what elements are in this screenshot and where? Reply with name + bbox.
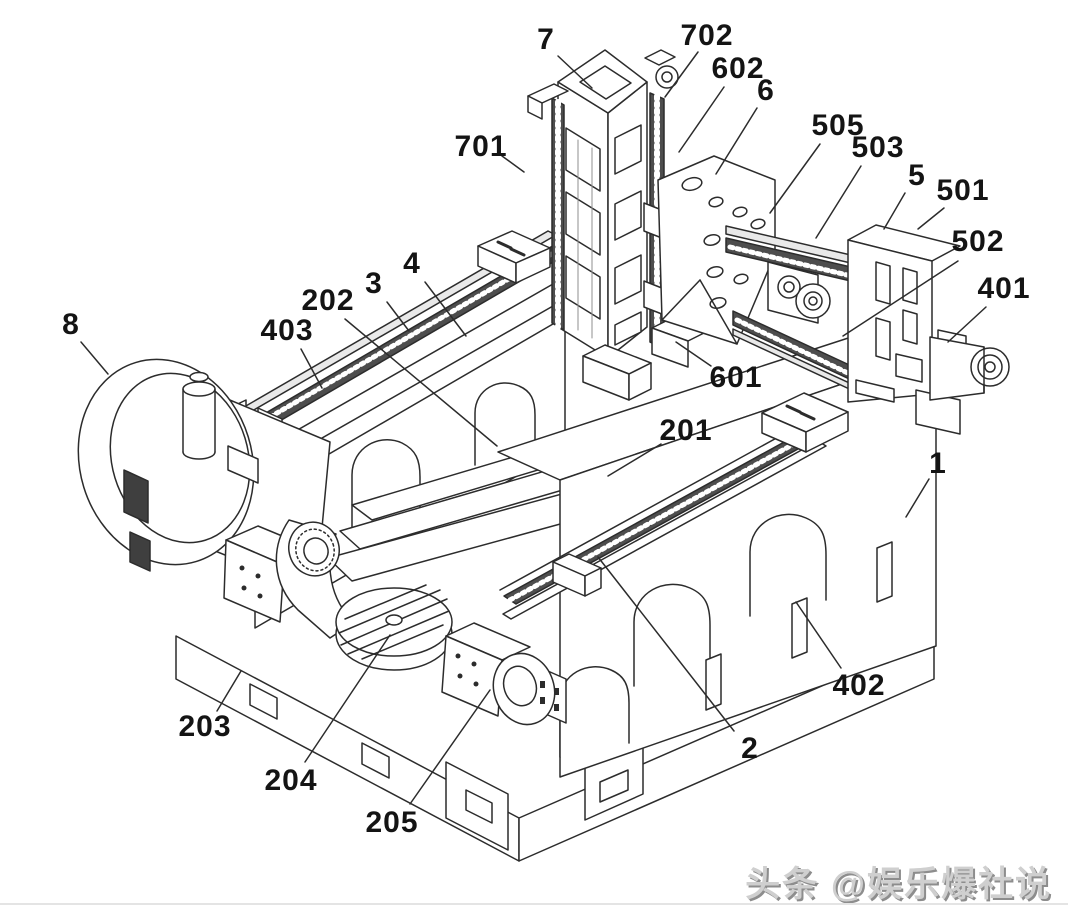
leader-line-701 [501, 155, 525, 173]
part-label-7: 7 [537, 23, 555, 56]
part-label-205: 205 [365, 806, 419, 839]
leader-line-202 [344, 318, 498, 447]
part-label-401: 401 [977, 272, 1031, 305]
leader-line-6 [715, 107, 758, 175]
part-label-403: 403 [260, 314, 314, 347]
part-label-1: 1 [929, 447, 947, 480]
leader-line-2 [597, 556, 735, 732]
part-label-501: 501 [936, 174, 990, 207]
part-label-204: 204 [264, 764, 318, 797]
part-label-203: 203 [178, 710, 232, 743]
right-spindle [915, 329, 1010, 435]
leader-line-203 [216, 670, 242, 712]
y-carriage-bracket [761, 392, 849, 453]
leader-line-7 [557, 55, 593, 89]
leader-line-502 [842, 260, 959, 337]
part-label-6: 6 [757, 74, 775, 107]
leader-lines [80, 51, 987, 805]
part-label-2: 2 [741, 732, 759, 765]
part-label-701: 701 [454, 130, 508, 163]
leader-line-205 [409, 689, 491, 805]
part-label-3: 3 [365, 267, 383, 300]
part-label-503: 503 [851, 131, 905, 164]
tilt-rotary-table [223, 519, 567, 726]
leader-line-602 [678, 86, 725, 153]
leader-line-3 [386, 301, 410, 332]
leader-line-403 [300, 348, 323, 389]
leader-line-401 [947, 306, 987, 343]
leader-line-501 [917, 207, 945, 230]
ram-tower [527, 49, 705, 401]
machine-base [175, 606, 935, 862]
part-label-202: 202 [301, 284, 355, 317]
leader-line-702 [664, 51, 699, 98]
part-label-201: 201 [659, 414, 713, 447]
part-label-4: 4 [403, 247, 421, 280]
bottom-divider [0, 903, 1068, 905]
part-label-702: 702 [680, 19, 734, 52]
part-label-5: 5 [908, 159, 926, 192]
part-label-8: 8 [62, 308, 80, 341]
leader-line-4 [424, 281, 467, 337]
leader-line-5 [883, 192, 906, 230]
x-carriage-bracket [477, 230, 551, 284]
part-label-601: 601 [709, 361, 763, 394]
right-column [847, 224, 961, 403]
leader-line-601 [675, 341, 712, 367]
leader-line-201 [607, 443, 662, 477]
leader-line-402 [795, 601, 842, 669]
part-label-505: 505 [811, 109, 865, 142]
part-label-602: 602 [711, 52, 765, 85]
leader-line-1 [905, 478, 930, 518]
bed-block [497, 328, 937, 778]
leader-line-204 [304, 634, 391, 763]
part-label-502: 502 [951, 225, 1005, 258]
part-label-402: 402 [832, 669, 886, 702]
y-axis-rack [499, 423, 827, 620]
leader-line-8 [80, 341, 109, 375]
leader-line-503 [815, 165, 862, 239]
leader-line-505 [769, 143, 821, 214]
watermark-text: 头条 @娱乐爆社说 [745, 865, 1052, 904]
